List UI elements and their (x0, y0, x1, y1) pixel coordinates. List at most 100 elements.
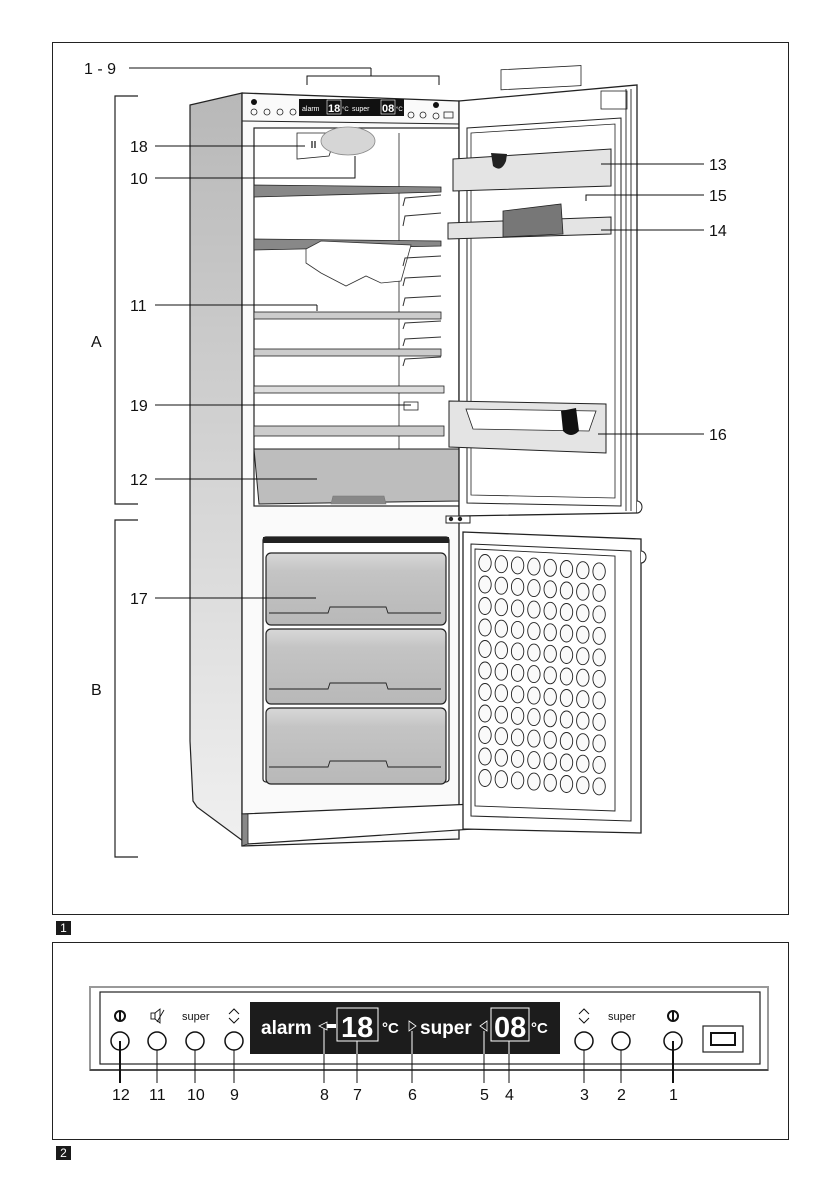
cabinet-side-panel (189, 92, 244, 847)
door-dimple (559, 775, 574, 793)
door-dimple (527, 729, 541, 748)
label-12: 12 (112, 1087, 130, 1104)
door-dimple (576, 561, 590, 580)
super-freeze-label: super (182, 1011, 210, 1023)
bottle-rack (305, 240, 412, 287)
button-power-freezer[interactable] (110, 1010, 130, 1083)
egg-tray (502, 203, 564, 238)
door-dimple (576, 733, 590, 752)
power-icon (667, 1010, 679, 1022)
door-dimple (559, 689, 574, 707)
door-dimple (527, 579, 541, 598)
label-11: 11 (149, 1087, 166, 1104)
mini-alarm-label: alarm (302, 106, 320, 113)
door-dimple (543, 709, 557, 728)
door-dimple (559, 560, 574, 578)
mini-unit: °C (342, 107, 349, 113)
door-dimple (559, 732, 574, 750)
door-dimple (527, 751, 541, 770)
door-dimple (527, 708, 541, 727)
mini-control-panel: alarm 18 °C super 08 °C (241, 99, 460, 125)
callout-14: 14 (709, 223, 727, 240)
door-dimple (510, 706, 525, 725)
figure-number-2: 2 (56, 1146, 71, 1160)
door-dimple (494, 727, 508, 746)
door-dimple (510, 620, 525, 639)
door-dimple (494, 576, 508, 595)
door-dimple (543, 666, 557, 685)
door-dimple (478, 597, 492, 615)
freezer-door (462, 531, 647, 834)
light-switch (403, 401, 419, 411)
door-dimple (559, 624, 574, 643)
door-dimple (510, 556, 525, 575)
fan-cover (320, 126, 376, 156)
door-dimple (478, 683, 492, 701)
door-dimple (494, 705, 508, 724)
button-super-freeze[interactable]: super (182, 1011, 210, 1083)
control-panel-illustration: super alarm 18 °C super 08 °C (89, 986, 769, 1104)
fridge-door (447, 65, 643, 517)
door-dimple (494, 748, 508, 767)
door-dimple (576, 668, 590, 687)
door-dimple (592, 605, 606, 624)
indicator-lamp (702, 1025, 744, 1053)
door-dimple (543, 644, 557, 663)
figure-2-control-panel: super alarm 18 °C super 08 °C (52, 942, 789, 1140)
label-6: 6 (408, 1087, 417, 1104)
door-dimple (576, 690, 590, 709)
label-3: 3 (580, 1087, 589, 1104)
door-dimple (543, 773, 557, 792)
appliance-illustration: A B alarm 18 °C super 08 °C (84, 61, 727, 858)
label-10: 10 (187, 1087, 205, 1104)
button-power-fridge[interactable] (663, 1010, 683, 1083)
shelf-support-rails (402, 194, 442, 367)
display-fridge-temp: 08 (494, 1012, 526, 1044)
super-right-arrow-icon (408, 1020, 417, 1032)
button-alarm-off[interactable] (147, 1008, 167, 1083)
label-8: 8 (320, 1087, 329, 1104)
door-dimple (576, 604, 590, 623)
door-dimple-pattern (478, 554, 606, 796)
door-dimple (559, 710, 574, 729)
door-dimple (494, 641, 508, 660)
mini-super-label: super (352, 106, 370, 113)
door-dimple (494, 770, 508, 789)
door-dimple (510, 599, 525, 618)
display-fridge-unit: °C (531, 1020, 548, 1037)
door-dimple (527, 643, 541, 662)
door-dimple (592, 669, 606, 688)
door-dimple (592, 734, 606, 753)
door-dimple (510, 577, 525, 596)
door-dimple (543, 687, 557, 706)
door-dimple (527, 622, 541, 641)
door-dimple (543, 558, 557, 577)
door-dimple (559, 667, 574, 686)
up-down-icon (578, 1008, 590, 1024)
super-cool-label: super (608, 1011, 636, 1023)
door-dimple (494, 684, 508, 703)
callout-12: 12 (130, 472, 148, 489)
button-freezer-temp-set[interactable] (224, 1008, 244, 1083)
door-dimple (592, 712, 606, 731)
door-dimple (576, 754, 590, 773)
mini-freezer-temp: 18 (328, 103, 340, 115)
door-dimple (576, 711, 590, 730)
door-dimple (592, 755, 606, 774)
door-dimple (494, 598, 508, 617)
door-dimple (478, 640, 492, 658)
button-fridge-temp-set[interactable] (574, 1008, 594, 1083)
door-dimple (510, 728, 525, 747)
label-9: 9 (230, 1087, 239, 1104)
power-icon (114, 1010, 126, 1022)
zone-a-bracket (114, 95, 138, 505)
door-dimple (527, 600, 541, 619)
button-super-cool[interactable]: super (608, 1011, 636, 1083)
figure-number-1: 1 (56, 921, 71, 935)
callout-18: 18 (130, 139, 148, 156)
door-dimple (510, 749, 525, 768)
freezer-drawer (265, 628, 447, 705)
zone-label-b: B (91, 682, 102, 699)
door-dimple (559, 646, 574, 664)
door-dimple (576, 647, 590, 666)
